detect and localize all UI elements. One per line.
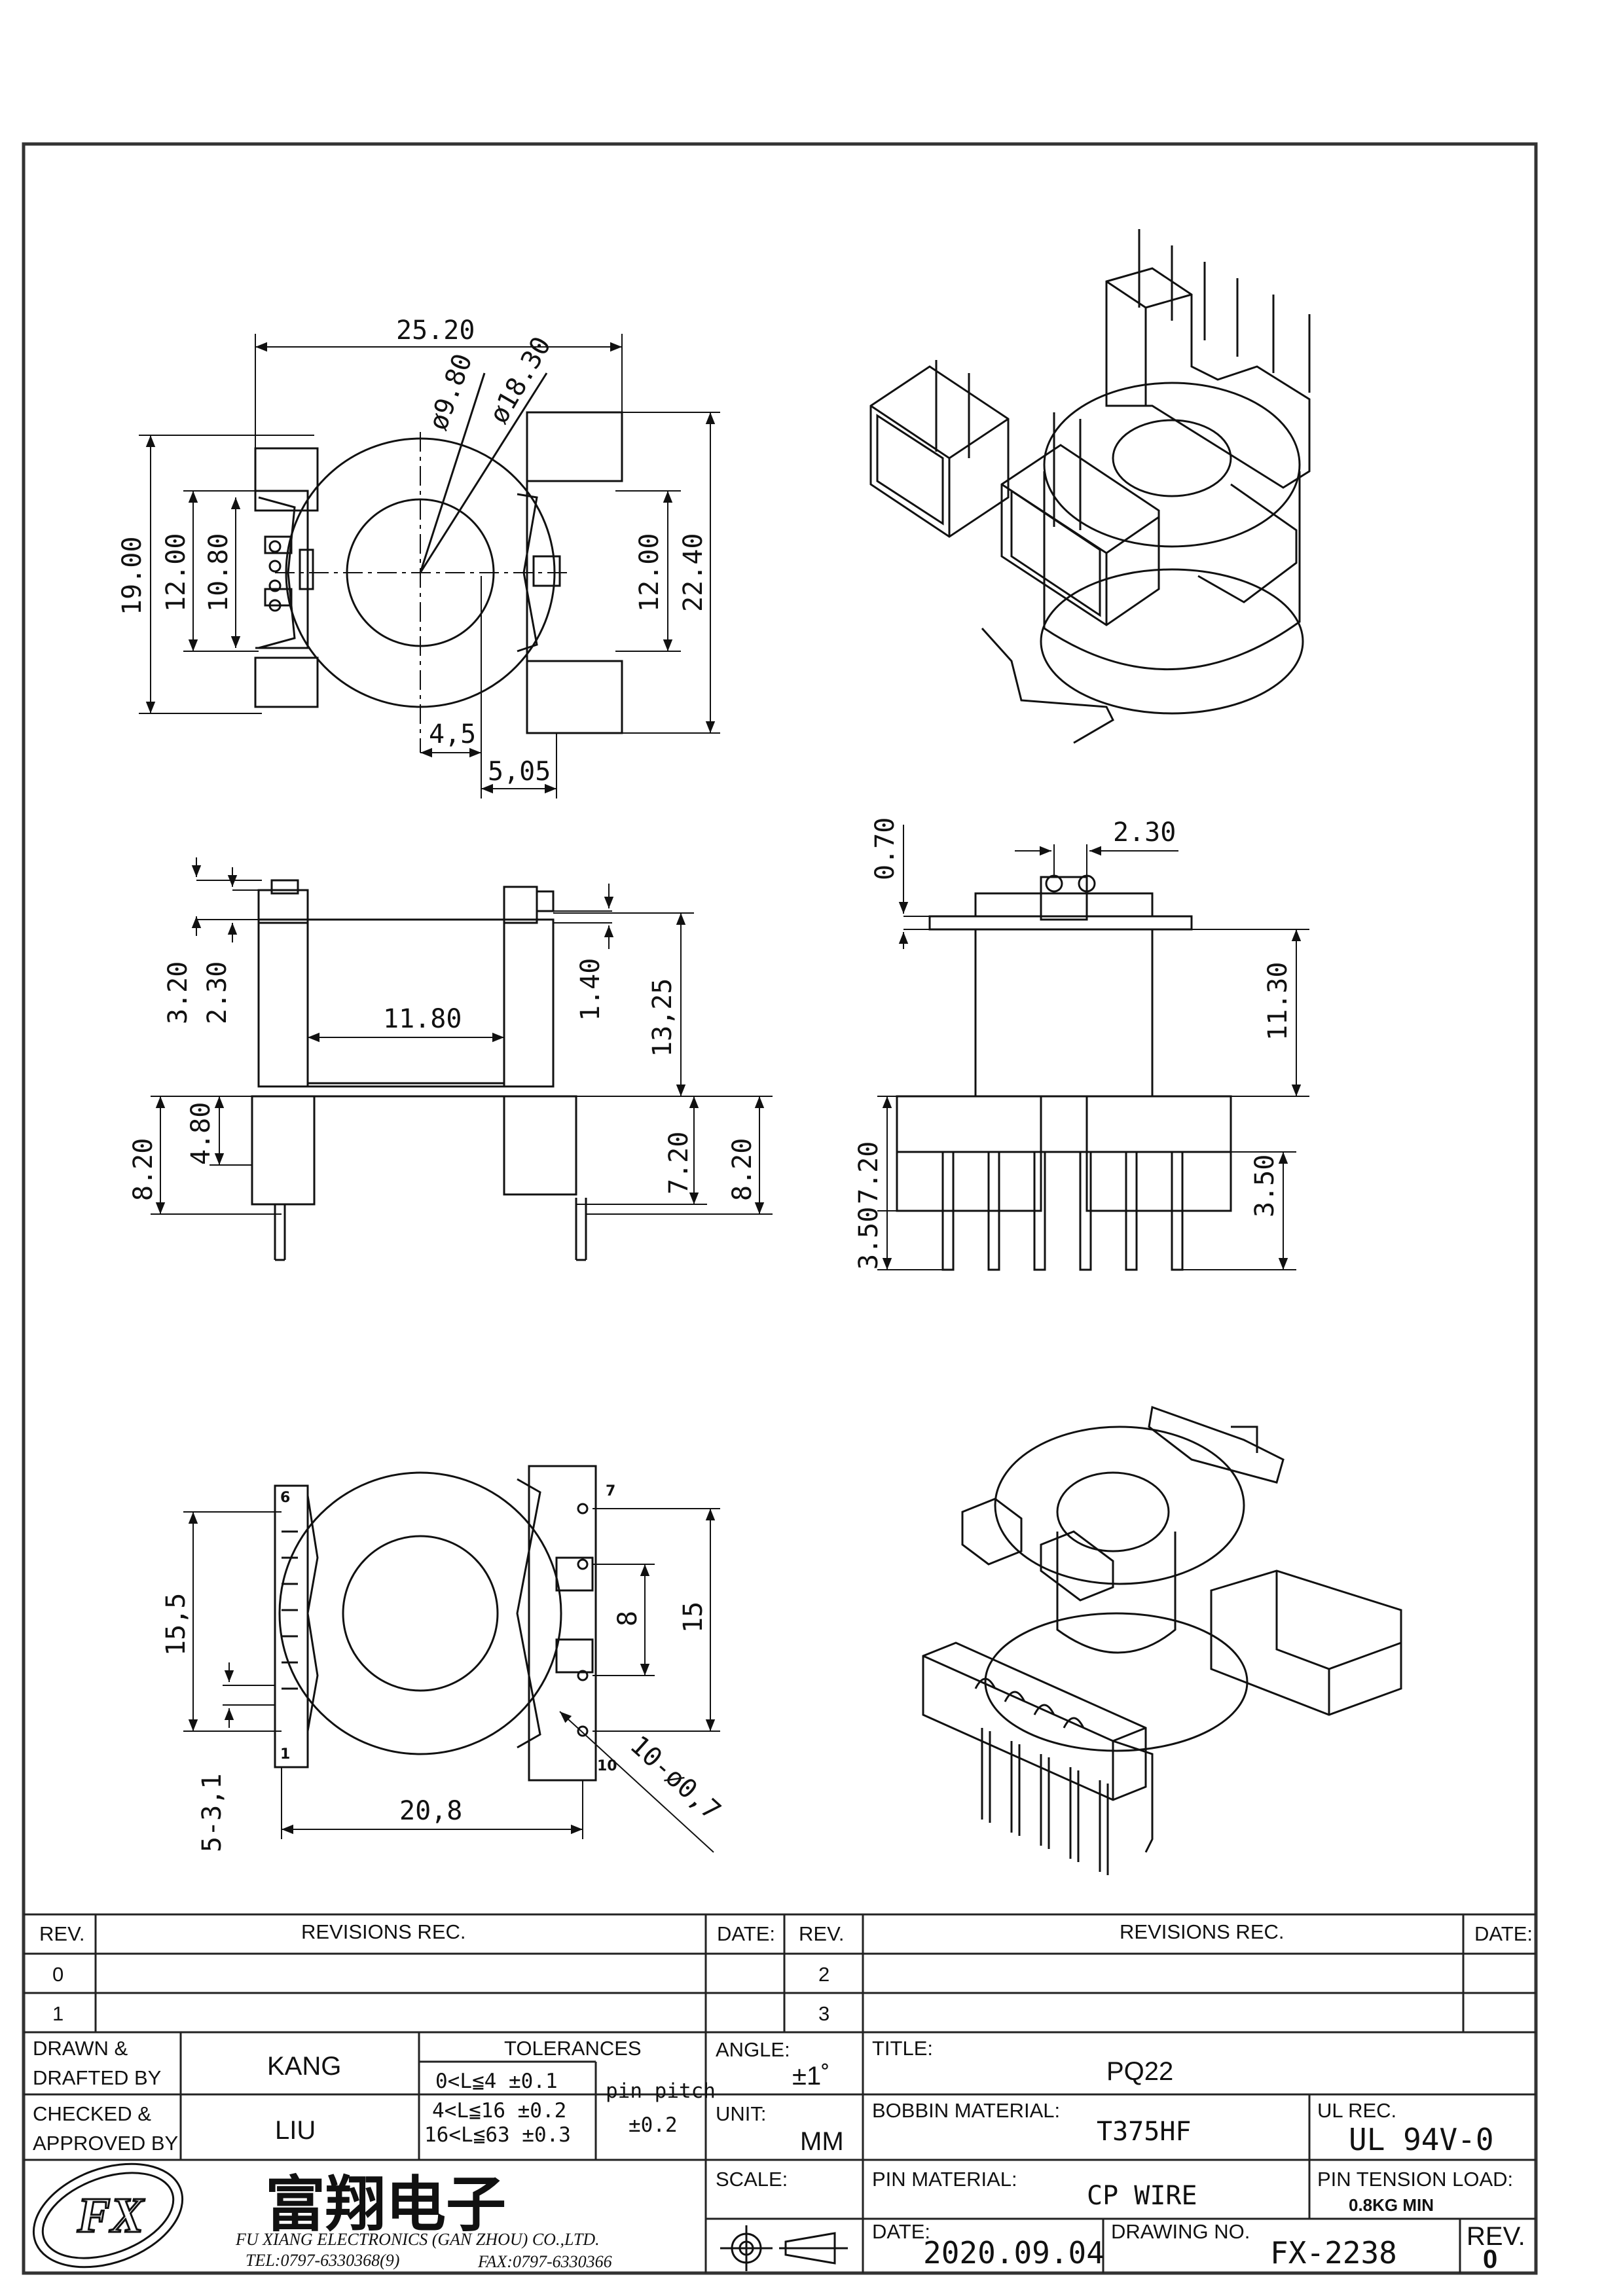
pin-tension-label: PIN TENSION LOAD: (1317, 2168, 1513, 2191)
dim-bottom-holes: 10-ø0,7 (624, 1730, 726, 1826)
date-value: 2020.09.04 (923, 2235, 1104, 2270)
pin-number-1: 1 (280, 1746, 290, 1763)
rev-row-3: 3 (818, 2002, 830, 2025)
tolerance-1: 0<L≦4 ±0.1 (435, 2070, 558, 2093)
dim-bottom-15: 15 (678, 1602, 708, 1633)
dim-side-720: 7.20 (854, 1141, 884, 1204)
date-header-left: DATE: (717, 1922, 775, 1945)
ul-rec-label: UL REC. (1317, 2099, 1396, 2122)
revisions-header-left: REVISIONS REC. (301, 1920, 466, 1943)
rev-row-0: 0 (52, 1963, 64, 1986)
dim-side-350-bottom: 3.50 (854, 1207, 884, 1270)
drawn-by: KANG (267, 2052, 341, 2081)
projection-symbol (720, 2225, 848, 2271)
unit-value: MM (800, 2127, 844, 2156)
pin-number-7: 7 (606, 1483, 615, 1499)
dim-bottom-155: 15,5 (161, 1593, 191, 1656)
company-logo-text: FX (77, 2188, 145, 2243)
dim-front-320: 3.20 (163, 961, 193, 1024)
dim-front-820-left: 8.20 (128, 1138, 158, 1201)
rev-row-1: 1 (52, 2002, 64, 2025)
company-name-en: FU XIANG ELECTRONICS (GAN ZHOU) CO.,LTD. (235, 2230, 600, 2249)
company-tel: TEL:0797-6330368(9) (246, 2251, 399, 2270)
dim-top-12-right: 12.00 (634, 533, 665, 612)
checked-label-line2: APPROVED BY (33, 2132, 178, 2155)
title-block-grid (24, 1913, 1536, 2273)
scale-label: SCALE: (716, 2168, 788, 2191)
drawing-no-label: DRAWING NO. (1111, 2220, 1250, 2243)
dim-top-12-left: 12.00 (161, 533, 191, 612)
rev-header-right: REV. (799, 1922, 845, 1945)
top-view (254, 372, 623, 753)
dim-bottom-531: 5-3,1 (197, 1774, 227, 1852)
top-view-dimensions (139, 334, 720, 798)
dim-side-230: 2.30 (1113, 817, 1176, 848)
dim-top-2240: 22.40 (678, 533, 708, 612)
company-fax: FAX:0797-6330366 (477, 2252, 612, 2271)
tolerance-3: 16<L≦63 ±0.3 (424, 2123, 571, 2147)
dim-bottom-8: 8 (613, 1611, 643, 1626)
dim-front-1180: 11.80 (383, 1004, 462, 1034)
tolerance-2: 4<L≦16 ±0.2 (432, 2099, 566, 2123)
drawn-label-line1: DRAWN & (33, 2037, 128, 2060)
dim-front-720: 7.20 (664, 1132, 694, 1194)
dim-top-width: 25.20 (396, 315, 475, 346)
date-label: DATE: (872, 2220, 930, 2243)
dim-front-230: 2.30 (202, 961, 232, 1024)
dim-side-1130: 11.30 (1263, 962, 1293, 1041)
isometric-view-top (869, 229, 1311, 744)
side-view (896, 874, 1232, 1271)
rev-label: REV. (1467, 2222, 1525, 2251)
bobbin-material-label: BOBBIN MATERIAL: (872, 2099, 1060, 2122)
dim-side-070: 0.70 (870, 817, 900, 880)
rev-value: 0 (1483, 2245, 1497, 2274)
title-label: TITLE: (872, 2037, 933, 2060)
isometric-view-bottom (922, 1405, 1402, 1875)
tolerances-header: TOLERANCES (504, 2037, 642, 2060)
drawing-border (22, 142, 1538, 2275)
pin-tension-value: 0.8KG MIN (1349, 2195, 1434, 2215)
unit-label: UNIT: (716, 2102, 767, 2125)
dim-side-350-right: 3.50 (1250, 1155, 1280, 1217)
dim-top-505: 5,05 (488, 757, 551, 787)
revisions-header-right: REVISIONS REC. (1120, 1920, 1285, 1943)
rev-header-left: REV. (39, 1922, 85, 1945)
bobbin-material-value: T375HF (1097, 2117, 1192, 2147)
dim-bottom-208: 20,8 (399, 1796, 462, 1826)
date-header-right: DATE: (1474, 1922, 1533, 1945)
bottom-view (274, 1465, 597, 1782)
angle-label: ANGLE: (716, 2038, 790, 2061)
dim-front-1325: 13,25 (647, 978, 678, 1057)
dim-front-480: 4.80 (186, 1102, 216, 1165)
bottom-view-dimensions (183, 1508, 720, 1853)
checked-label-line1: CHECKED & (33, 2102, 151, 2125)
front-view (251, 879, 587, 1261)
side-view-dimensions (877, 825, 1309, 1270)
dim-top-19: 19.00 (117, 537, 147, 615)
rev-row-2: 2 (818, 1963, 830, 1986)
pin-pitch-value: ±0.2 (629, 2113, 678, 2137)
dim-top-dia-inner: ø9.80 (423, 350, 478, 435)
company-name-cn: 富翔电子 (265, 2169, 506, 2240)
drawing-no-value: FX-2238 (1270, 2235, 1397, 2270)
checked-by: LIU (275, 2116, 316, 2145)
drawn-label-line2: DRAFTED BY (33, 2066, 161, 2089)
side-view-pins (941, 1151, 1184, 1271)
angle-value: ±1˚ (792, 2062, 830, 2090)
title-value: PQ22 (1106, 2057, 1173, 2086)
dim-front-140: 1.40 (575, 958, 606, 1021)
pin-material-value: CP WIRE (1087, 2181, 1197, 2211)
dim-top-45: 4,5 (429, 719, 476, 749)
dim-front-820-right: 8.20 (727, 1138, 757, 1201)
pin-number-10: 10 (597, 1758, 617, 1774)
ul-rec-value: UL 94V-0 (1349, 2122, 1494, 2157)
company-logo: FX (32, 2162, 184, 2269)
pin-number-6: 6 (280, 1490, 290, 1506)
pin-material-label: PIN MATERIAL: (872, 2168, 1017, 2191)
front-view-dimensions (151, 857, 773, 1215)
pin-pitch-label: pin pitch (606, 2079, 716, 2103)
dim-top-1080: 10.80 (204, 533, 234, 612)
